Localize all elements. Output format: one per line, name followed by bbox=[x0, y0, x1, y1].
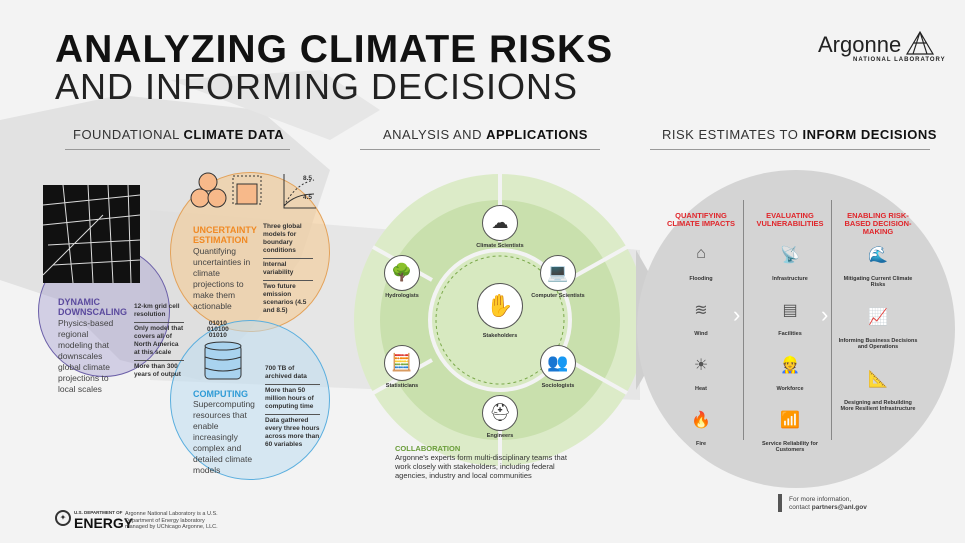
divider bbox=[831, 200, 832, 440]
scenario-label-45: 4.5 bbox=[303, 194, 313, 201]
wheel-role-engineers: Engineers bbox=[486, 433, 514, 439]
risk-item-mitigating: Mitigating Current Climate Risks bbox=[843, 276, 913, 288]
contact-bar bbox=[778, 494, 782, 512]
service-reliability-icon: 📶 bbox=[780, 412, 800, 429]
globes-icon bbox=[190, 172, 262, 208]
title-line-2: AND INFORMING DECISIONS bbox=[55, 66, 579, 107]
wheel-role-sociologists: Sociologists bbox=[541, 383, 575, 389]
city-map-image bbox=[42, 184, 141, 284]
collaboration-title: COLLABORATION bbox=[395, 444, 461, 453]
workforce-icon: 👷 bbox=[780, 357, 800, 374]
stakeholders-hand-icon: ✋ bbox=[477, 283, 523, 329]
flooding-icon: ⌂ bbox=[696, 245, 706, 262]
doe-small: U.S. DEPARTMENT OF bbox=[74, 510, 123, 515]
scenario-chart-icon bbox=[283, 174, 316, 209]
risk-item-designing: Designing and Rebuilding More Resilient … bbox=[840, 400, 916, 412]
risk-item-service-reliability: Service Reliability for Customers bbox=[762, 441, 818, 453]
divider bbox=[743, 200, 744, 440]
wheel-role-climate-scientists: Climate Scientists bbox=[476, 243, 524, 249]
computing-title: COMPUTING bbox=[193, 389, 248, 399]
wheel-role-computer-scientists: Computer Scientists bbox=[531, 293, 585, 299]
risk-column-title: ENABLING RISK-BASED DECISION-MAKING bbox=[844, 211, 912, 236]
doe-seal-icon: ✦ bbox=[55, 510, 71, 526]
risk-item-workforce: Workforce bbox=[776, 386, 804, 392]
infrastructure-icon: 📡 bbox=[780, 247, 800, 264]
designing-icon: 📐 bbox=[868, 371, 888, 388]
risk-column-title: QUANTIFYING CLIMATE IMPACTS bbox=[666, 211, 736, 228]
sociologists-icon: 👥 bbox=[540, 345, 576, 381]
risk-item-informing: Informing Business Decisions and Operati… bbox=[838, 338, 918, 350]
statisticians-icon: 🧮 bbox=[384, 345, 420, 381]
risk-item-wind: Wind bbox=[694, 331, 708, 337]
risk-item-fire: Fire bbox=[695, 441, 707, 447]
doe-logo: ENERGY bbox=[74, 515, 134, 531]
wind-icon: ≋ bbox=[694, 302, 708, 319]
divider bbox=[360, 149, 600, 150]
argonne-logo-sub: NATIONAL LABORATORY bbox=[853, 57, 946, 63]
fire-icon: 🔥 bbox=[691, 412, 711, 429]
climate-scientists-icon: ☁ bbox=[482, 205, 518, 241]
risk-item-flooding: Flooding bbox=[689, 276, 713, 282]
doe-text: Argonne National Laboratory is a U.S. De… bbox=[125, 511, 218, 530]
divider bbox=[650, 149, 930, 150]
section-risk: RISK ESTIMATES TO INFORM DECISIONS bbox=[662, 127, 937, 142]
contact-email[interactable]: partners@anl.gov bbox=[811, 503, 867, 511]
contact-info: For more information,contact partners@an… bbox=[789, 496, 867, 511]
risk-item-heat: Heat bbox=[695, 386, 707, 392]
section-foundational: FOUNDATIONAL CLIMATE DATA bbox=[73, 127, 285, 142]
computing-desc: Supercomputing resources that enable inc… bbox=[193, 399, 255, 475]
wheel-role-statisticians: Statisticians bbox=[385, 383, 419, 389]
risk-circle bbox=[637, 170, 955, 488]
risk-item-facilities: Facilities bbox=[778, 331, 802, 337]
uncertainty-desc: Quantifying uncertainties in climate pro… bbox=[193, 246, 251, 311]
computing-circle bbox=[170, 320, 330, 480]
risk-column-title: EVALUATING VULNERABILITIES bbox=[756, 211, 824, 228]
title-line-1: ANALYZING CLIMATE RISKS bbox=[55, 28, 614, 71]
mitigating-icon: 🌊 bbox=[868, 247, 888, 264]
scenario-label-85: 8.5 bbox=[303, 175, 313, 182]
heat-icon: ☀ bbox=[693, 357, 709, 374]
chevron-right-icon: › bbox=[821, 302, 829, 327]
engineers-icon: ⛑ bbox=[482, 395, 518, 431]
divider bbox=[65, 149, 290, 150]
downscaling-desc: Physics-based regional modeling that dow… bbox=[58, 318, 114, 394]
section-analysis: ANALYSIS AND APPLICATIONS bbox=[383, 127, 588, 142]
facilities-icon: ▤ bbox=[782, 302, 798, 319]
risk-item-infrastructure: Infrastructure bbox=[772, 276, 808, 282]
uncertainty-facts: Three global models for boundary conditi… bbox=[263, 221, 313, 315]
chevron-right-icon: › bbox=[733, 302, 741, 327]
wheel-role-hydrologists: Hydrologists bbox=[385, 293, 419, 299]
wheel-center-label: Stakeholders bbox=[482, 333, 518, 339]
argonne-triangle-icon bbox=[905, 30, 935, 55]
hydrologists-icon: 🌳 bbox=[384, 255, 420, 291]
informing-icon: 📈 bbox=[868, 309, 888, 326]
argonne-logo: Argonne bbox=[818, 32, 902, 57]
database-icon bbox=[204, 341, 242, 380]
collaboration-desc: Argonne's experts form multi-disciplinar… bbox=[395, 453, 567, 480]
computer-scientists-icon: 💻 bbox=[540, 255, 576, 291]
